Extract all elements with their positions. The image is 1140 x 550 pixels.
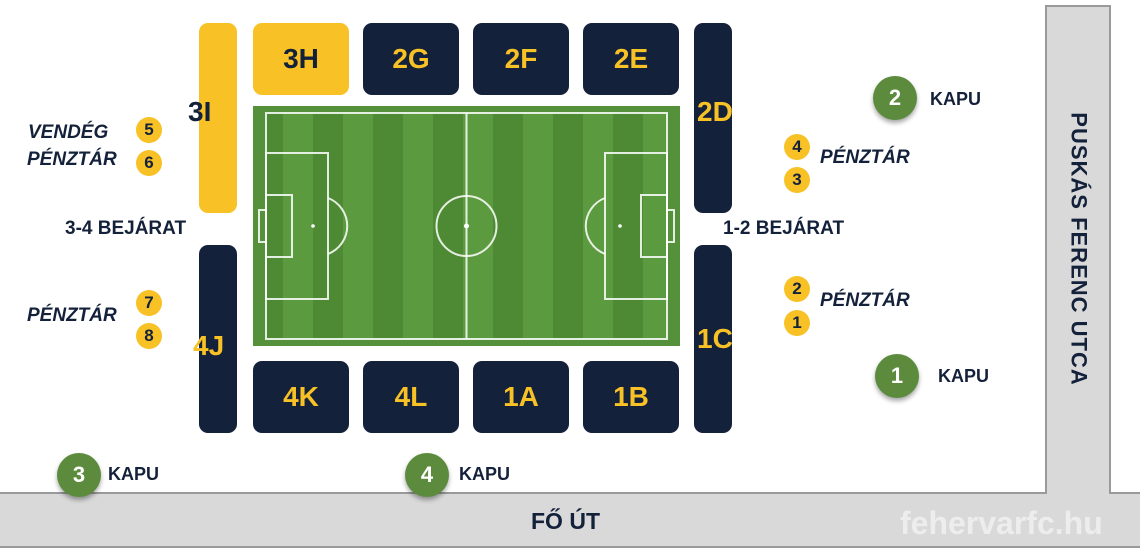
guest-ticket-office-line2: PÉNZTÁR bbox=[27, 149, 117, 170]
sector-4J[interactable] bbox=[199, 245, 237, 433]
gate-3-marker[interactable]: 3 bbox=[57, 453, 101, 497]
main-road-fo-ut bbox=[0, 492, 1140, 548]
guest-ticket-office-line1: VENDÉG bbox=[28, 122, 109, 143]
side-street-label: PUSKÁS FERENC UTCA bbox=[1066, 112, 1092, 386]
side-street-puskas-ferenc-utca bbox=[1045, 5, 1111, 495]
gate-4-marker[interactable]: 4 bbox=[405, 453, 449, 497]
entrance-1-2-label: 1-2 BEJÁRAT bbox=[723, 218, 845, 239]
football-pitch bbox=[253, 106, 680, 346]
side-street-label-wrap: PUSKÁS FERENC UTCA bbox=[1047, 8, 1110, 490]
sector-2D[interactable] bbox=[694, 23, 732, 213]
right-lower-ticket-office-label: PÉNZTÁR bbox=[820, 290, 910, 311]
sector-4L[interactable]: 4L bbox=[363, 361, 459, 433]
sector-3I-label: 3I bbox=[188, 96, 212, 127]
sector-2F[interactable]: 2F bbox=[473, 23, 569, 95]
gate-3-label: KAPU bbox=[108, 464, 160, 484]
sector-2G[interactable]: 2G bbox=[363, 23, 459, 95]
gate-2-marker[interactable]: 2 bbox=[873, 76, 917, 120]
sector-4J-label: 4J bbox=[193, 330, 225, 361]
ticket-window-5: 5 bbox=[136, 117, 162, 143]
sector-2D-label: 2D bbox=[697, 96, 733, 127]
gate-1-marker[interactable]: 1 bbox=[875, 354, 919, 398]
sector-4K[interactable]: 4K bbox=[253, 361, 349, 433]
gate-1-label: KAPU bbox=[938, 366, 990, 386]
sector-2E[interactable]: 2E bbox=[583, 23, 679, 95]
gate-2-label: KAPU bbox=[930, 89, 982, 109]
ticket-window-6: 6 bbox=[136, 150, 162, 176]
road-junction bbox=[1047, 488, 1109, 496]
ticket-window-3: 3 bbox=[784, 167, 810, 193]
watermark: fehervarfc.hu bbox=[900, 505, 1103, 541]
right-upper-ticket-office-label: PÉNZTÁR bbox=[820, 147, 910, 168]
ticket-window-2: 2 bbox=[784, 276, 810, 302]
entrance-3-4-label: 3-4 BEJÁRAT bbox=[65, 218, 187, 239]
gate-4-label: KAPU bbox=[459, 464, 511, 484]
ticket-window-8: 8 bbox=[136, 323, 162, 349]
ticket-window-1: 1 bbox=[784, 310, 810, 336]
main-road-label: FŐ ÚT bbox=[531, 508, 600, 534]
sector-1C-label: 1C bbox=[697, 323, 733, 354]
sector-3I[interactable] bbox=[199, 23, 237, 213]
sector-1C[interactable] bbox=[694, 245, 732, 433]
ticket-window-7: 7 bbox=[136, 290, 162, 316]
sector-1A[interactable]: 1A bbox=[473, 361, 569, 433]
sector-1B[interactable]: 1B bbox=[583, 361, 679, 433]
sector-3H[interactable]: 3H bbox=[253, 23, 349, 95]
ticket-window-4: 4 bbox=[784, 134, 810, 160]
left-ticket-office-label: PÉNZTÁR bbox=[27, 305, 117, 326]
